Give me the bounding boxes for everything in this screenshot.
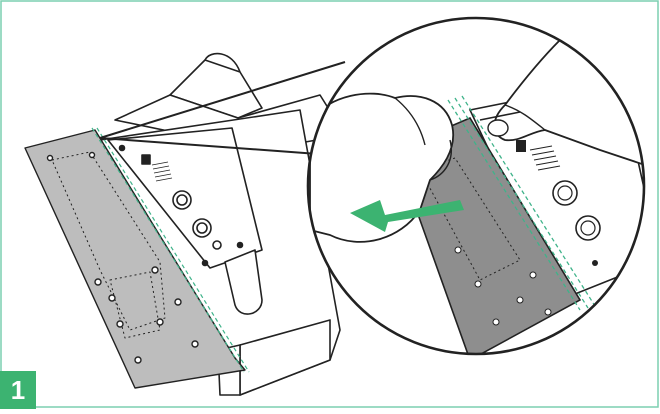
lens-button-lower bbox=[575, 215, 601, 241]
step-number-badge: 1 bbox=[10, 374, 26, 405]
step-badge-bg bbox=[0, 371, 36, 409]
callout-pointer bbox=[99, 61, 346, 155]
lens-button-upper bbox=[552, 180, 578, 206]
panel-button-upper bbox=[172, 190, 192, 210]
panel-icon-2 bbox=[212, 240, 222, 250]
dashed-guide-line-left bbox=[91, 127, 250, 373]
dashed-guide-line-lens bbox=[447, 95, 596, 311]
sticker-sheet bbox=[24, 129, 246, 389]
magnifier-ring bbox=[306, 16, 646, 356]
panel-icon-1 bbox=[141, 154, 151, 165]
lens-speaker-grille bbox=[529, 145, 561, 171]
speaker-grille bbox=[151, 161, 173, 182]
panel-slot bbox=[224, 249, 263, 315]
box-flap-curl bbox=[204, 52, 241, 73]
arrow-left-icon bbox=[350, 200, 464, 232]
panel-button-lower bbox=[192, 218, 212, 238]
magnifier-circle bbox=[306, 16, 646, 356]
peel-tab bbox=[479, 111, 521, 121]
hand-left-icon bbox=[309, 92, 455, 243]
lens-panel-icon bbox=[516, 140, 526, 152]
